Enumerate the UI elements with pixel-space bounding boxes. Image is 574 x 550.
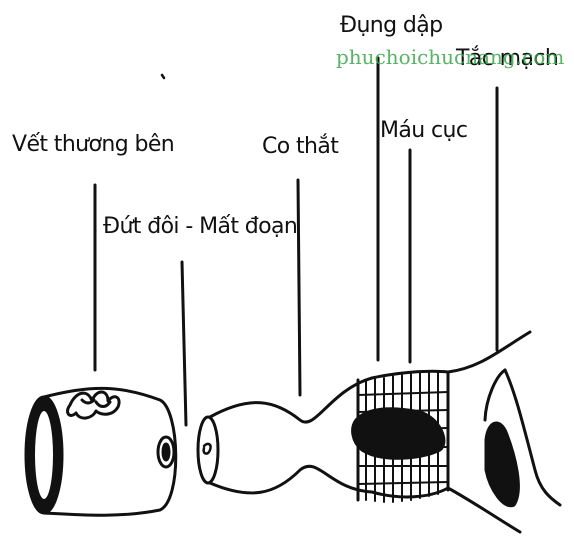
blood-clot	[353, 409, 444, 459]
label-spasm: Co thắt	[262, 134, 338, 159]
occluding-thrombus	[486, 423, 518, 506]
leader-complete-cut	[182, 262, 186, 425]
vessel-segment-side-wound	[26, 388, 176, 515]
vessel-segment-occlusion	[448, 332, 560, 532]
vessel-segment-spasm	[198, 378, 372, 493]
leader-spasm	[298, 180, 300, 395]
label-side-wound: Vết thương bên	[12, 132, 174, 157]
label-clot: Máu cục	[380, 118, 467, 143]
watermark: phuchoichucnang.com	[336, 45, 564, 69]
label-contusion: Đụng dập	[340, 13, 443, 38]
vessel-segment-contusion	[353, 371, 448, 502]
label-complete-cut: Đứt đôi - Mất đoạn	[103, 214, 297, 239]
